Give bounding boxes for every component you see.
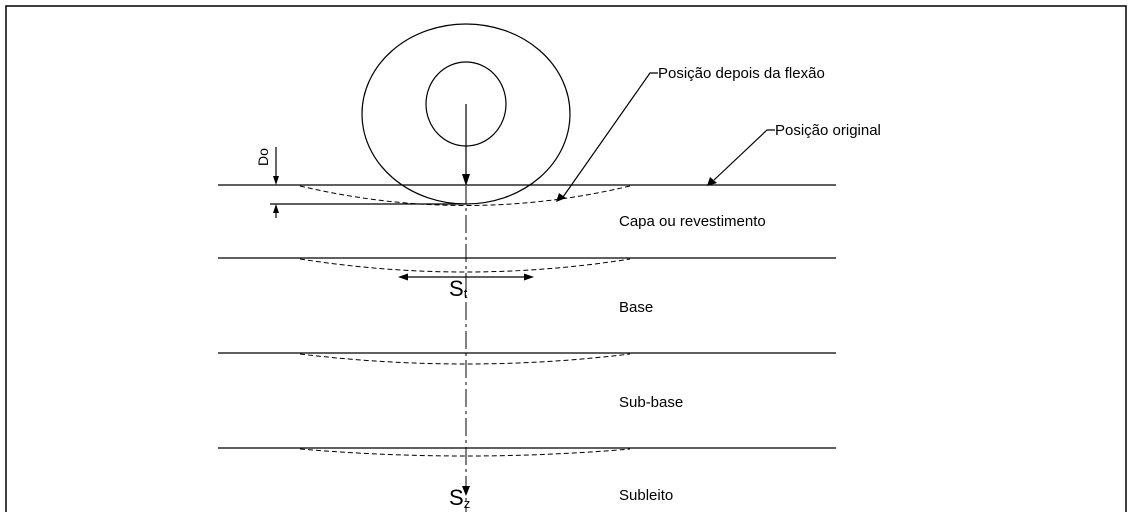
layer-label-subgrade: Subleito (619, 487, 673, 504)
layer-label-base: Base (619, 299, 653, 316)
st-label: St (449, 276, 468, 301)
surface-base-deflection (299, 258, 631, 273)
original-position-label: Posição original (775, 122, 881, 139)
deflection-arrow-up (273, 204, 279, 213)
subbase-subgrade-deflection (299, 448, 631, 457)
layer-label-subbase: Sub-base (619, 394, 683, 411)
original-position-arrowhead (707, 177, 717, 186)
sz-label-main: S (449, 485, 464, 510)
load-arrowhead (462, 174, 470, 186)
after-deflection-label: Posição depois da flexão (658, 65, 825, 82)
diagram-frame (5, 5, 1127, 512)
deflection-arrow-down (273, 176, 279, 185)
st-arrowhead-left (398, 273, 408, 281)
deflected-surface-curve (299, 185, 631, 206)
st-label-sub: t (464, 286, 468, 301)
base-subbase-deflection (299, 353, 631, 365)
sz-arrowhead (462, 486, 470, 496)
after-deflection-arrowhead (556, 193, 566, 202)
sz-label-sub: z (464, 496, 471, 511)
deflection-label: Do (255, 148, 271, 166)
st-label-main: S (449, 276, 464, 301)
original-position-leader (713, 129, 775, 181)
after-deflection-leader (562, 72, 658, 198)
layer-label-surface: Capa ou revestimento (619, 213, 766, 230)
st-arrowhead-right (524, 273, 534, 281)
sz-label: Sz (449, 485, 470, 511)
